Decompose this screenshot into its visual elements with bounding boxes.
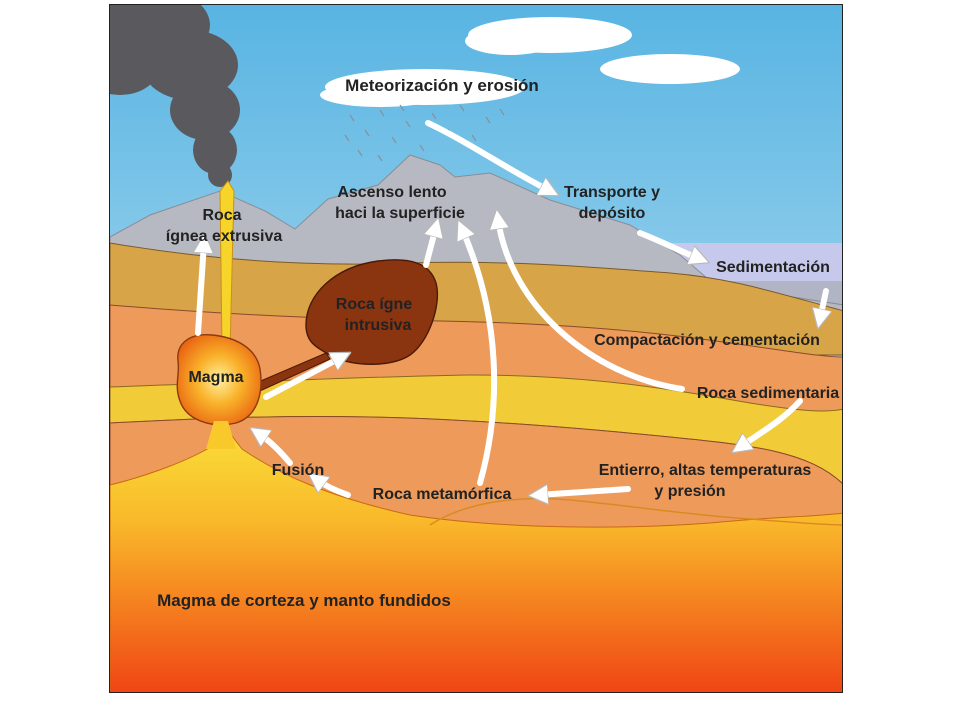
cycle-arrows (198, 120, 826, 498)
label-roca-sedimentaria: Roca sedimentaria (697, 385, 839, 402)
rock-cycle-scene: Meteorización y erosión Transporte y dep… (110, 5, 842, 692)
magma-feeder (206, 421, 236, 449)
label-roca-ignea-ext-2: ígnea extrusiva (166, 228, 283, 245)
arrow-metamorphic-to-fusion (316, 479, 351, 498)
arrow-transport-to-sedimentation (637, 230, 700, 259)
rock-cycle-diagram: Meteorización y erosión Transporte y dep… (109, 4, 843, 693)
volcano-smoke (110, 5, 240, 187)
label-transporte-2: depósito (579, 205, 646, 222)
label-entierro-2: y presión (654, 483, 725, 500)
arrow-burial-to-metamorphic (538, 489, 631, 495)
volcano-conduit (219, 180, 235, 351)
label-transporte-1: Transporte y (564, 184, 660, 201)
arrow-metamorphic-to-surface (462, 229, 498, 486)
label-magma-corteza: Magma de corteza y manto fundidos (157, 591, 451, 610)
arrow-intrusive-to-surface (423, 227, 436, 268)
label-sedimentacion: Sedimentación (716, 259, 830, 276)
label-roca-ignea-int-2: intrusiva (345, 317, 412, 334)
label-magma: Magma (188, 369, 243, 386)
label-meteorizacion: Meteorización y erosión (345, 76, 539, 95)
arrow-magma-to-intrusive (263, 357, 342, 400)
label-compactacion: Compactación y cementación (594, 332, 820, 349)
label-roca-metamorfica: Roca metamórfica (373, 486, 512, 503)
label-fusion: Fusión (272, 462, 324, 479)
arrow-sedimentary-to-surface (498, 219, 685, 392)
label-entierro-1: Entierro, altas temperaturas (599, 462, 812, 479)
arrow-sedimentation-to-compaction (820, 288, 826, 319)
magma-chamber (176, 334, 262, 426)
arrow-sedimentary-to-burial (740, 398, 803, 447)
label-ascenso-1: Ascenso lento (337, 184, 447, 201)
arrow-magma-to-extrusive (198, 243, 204, 336)
clouds (320, 17, 740, 107)
label-ascenso-2: haci la superficie (335, 205, 465, 222)
label-roca-ignea-ext-1: Roca (202, 207, 241, 224)
mantle-ridge (429, 497, 842, 526)
arrow-weathering-to-transport (425, 120, 550, 191)
arrow-fusion-to-magma (258, 433, 293, 466)
label-roca-ignea-int-1: Roca ígne (336, 296, 413, 313)
